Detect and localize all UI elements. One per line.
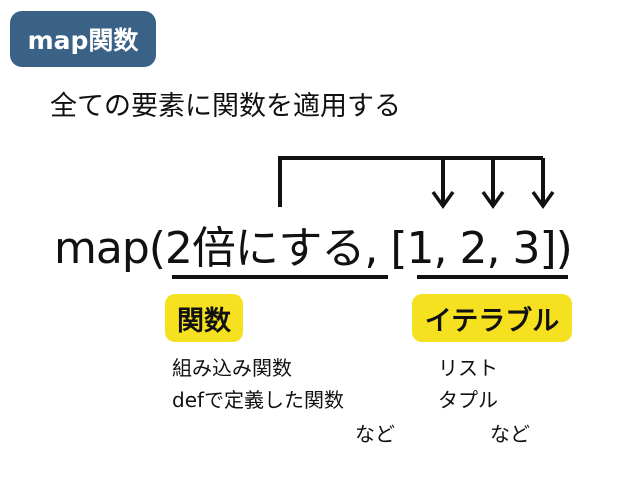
function-example-1: 組み込み関数 <box>172 356 292 380</box>
formula-suffix: ) <box>555 223 573 274</box>
iterable-label: イテラブル <box>412 294 572 342</box>
iterable-label-text: イテラブル <box>424 305 560 337</box>
arrowhead-1 <box>431 190 455 210</box>
arrowhead-2 <box>481 190 505 210</box>
iterable-example-1: リスト <box>438 356 498 380</box>
formula-prefix: map( <box>54 223 166 274</box>
function-example-2: defで定義した関数 <box>172 388 345 412</box>
map-expression: map(2倍にする, [1, 2, 3]) <box>54 212 573 276</box>
function-label-text: 関数 <box>177 305 231 337</box>
iterable-example-2: タプル <box>438 388 498 412</box>
connector-bracket <box>278 156 543 207</box>
formula-comma: , <box>364 223 391 274</box>
subtitle: 全ての要素に関数を適用する <box>50 91 401 122</box>
title-badge-label: map関数 <box>27 26 139 55</box>
formula-function: 2倍にする <box>164 223 365 274</box>
title-badge: map関数 <box>10 11 156 67</box>
formula-iterable: [1, 2, 3] <box>390 223 556 274</box>
arrowhead-3 <box>531 190 555 210</box>
function-label: 関数 <box>165 294 243 342</box>
function-example-etc: など <box>355 422 395 446</box>
iterable-example-etc: など <box>490 422 530 446</box>
